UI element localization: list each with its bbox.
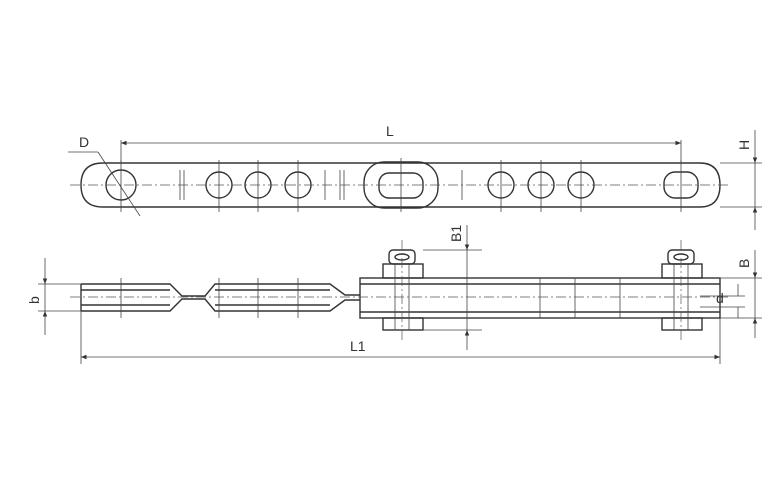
top-view-plate	[70, 158, 730, 212]
label-H: H	[736, 140, 752, 150]
dim-B: B	[720, 250, 762, 338]
label-B1: B1	[448, 225, 464, 242]
pin-head-right-top	[661, 263, 703, 279]
dim-H: H	[720, 130, 762, 230]
dim-d: d	[700, 284, 745, 318]
plate-outline	[80, 162, 721, 208]
dim-B1: B1	[423, 225, 482, 350]
pin-head-left-bottom	[382, 317, 424, 331]
label-b: b	[26, 296, 42, 304]
pin-head-left-top	[382, 263, 424, 279]
side-plate-lower	[81, 298, 360, 312]
dim-L1: L1	[80, 311, 721, 364]
label-B: B	[736, 259, 752, 268]
dim-b: b	[26, 258, 81, 335]
label-D: D	[79, 134, 89, 150]
label-d: d	[716, 290, 724, 306]
dim-L: L	[120, 123, 682, 163]
label-L1: L1	[350, 338, 366, 354]
dim-D: D	[68, 134, 141, 217]
side-plate-upper	[81, 283, 360, 297]
pin-head-right-bottom	[661, 317, 703, 331]
label-L: L	[386, 123, 394, 139]
side-view	[70, 240, 730, 340]
